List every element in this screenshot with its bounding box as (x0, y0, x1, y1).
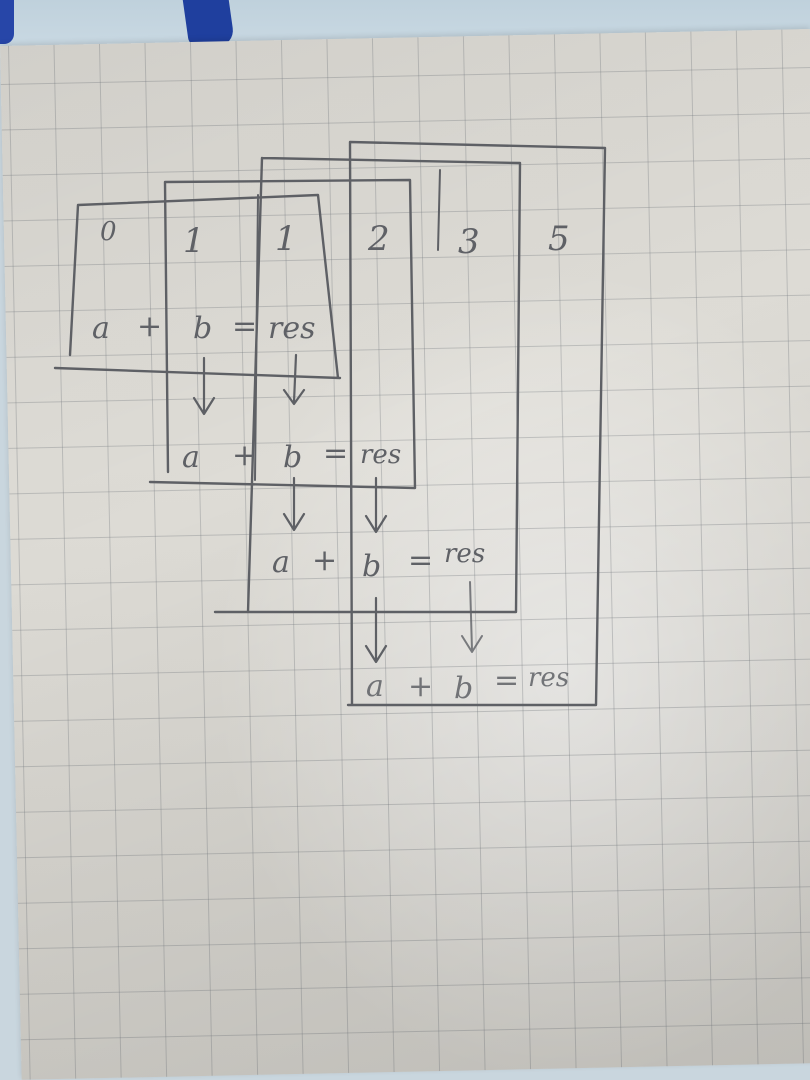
step-3-expression: a + b = res (272, 539, 485, 584)
step-2-expression: a + b = res (182, 436, 401, 475)
transfer-arrows (192, 353, 483, 664)
value-2: 1 (275, 219, 297, 259)
arrow-down-icon (364, 596, 388, 664)
value-4: 3 (458, 222, 480, 262)
step-4-expression: a + b = res (366, 663, 569, 706)
arrow-down-icon (461, 581, 483, 653)
step-2-res: res (360, 440, 401, 470)
value-1: 1 (183, 221, 205, 261)
step-3-plus: + (312, 543, 337, 578)
step-1-res: res (268, 311, 316, 346)
step-4-plus: + (408, 669, 433, 704)
step-2-plus: + (232, 438, 257, 473)
step-3-a: a (272, 545, 290, 580)
step-1-expression: a + b = res (92, 309, 316, 346)
step-2-b: b (283, 440, 302, 475)
blue-strap-left (0, 0, 14, 44)
step-2-eq: = (323, 436, 348, 471)
step-4-b: b (454, 671, 473, 706)
step-1-eq: = (232, 309, 257, 344)
step-2-a: a (182, 440, 200, 475)
column-dividers (254, 169, 441, 481)
step-3-res: res (444, 539, 485, 569)
step-3-b: b (362, 549, 381, 584)
window-frames (53, 140, 607, 707)
value-3: 2 (367, 219, 390, 259)
arrow-down-icon (282, 476, 306, 532)
frame-step-1 (53, 193, 342, 380)
arrow-down-icon (192, 356, 216, 416)
step-4-res: res (528, 663, 569, 693)
step-4-a: a (366, 669, 384, 704)
step-1-b: b (193, 311, 212, 346)
value-0: 0 (100, 217, 117, 247)
step-1-plus: + (137, 309, 162, 344)
step-3-eq: = (408, 543, 433, 578)
sequence-values: 0 1 1 2 3 5 (100, 217, 570, 262)
value-5: 5 (548, 219, 570, 259)
frame-step-2 (148, 178, 417, 490)
step-4-eq: = (494, 663, 519, 698)
arrow-down-icon (282, 353, 306, 406)
frame-step-4 (346, 140, 607, 707)
step-1-a: a (92, 311, 110, 346)
arrow-down-icon (364, 476, 388, 534)
